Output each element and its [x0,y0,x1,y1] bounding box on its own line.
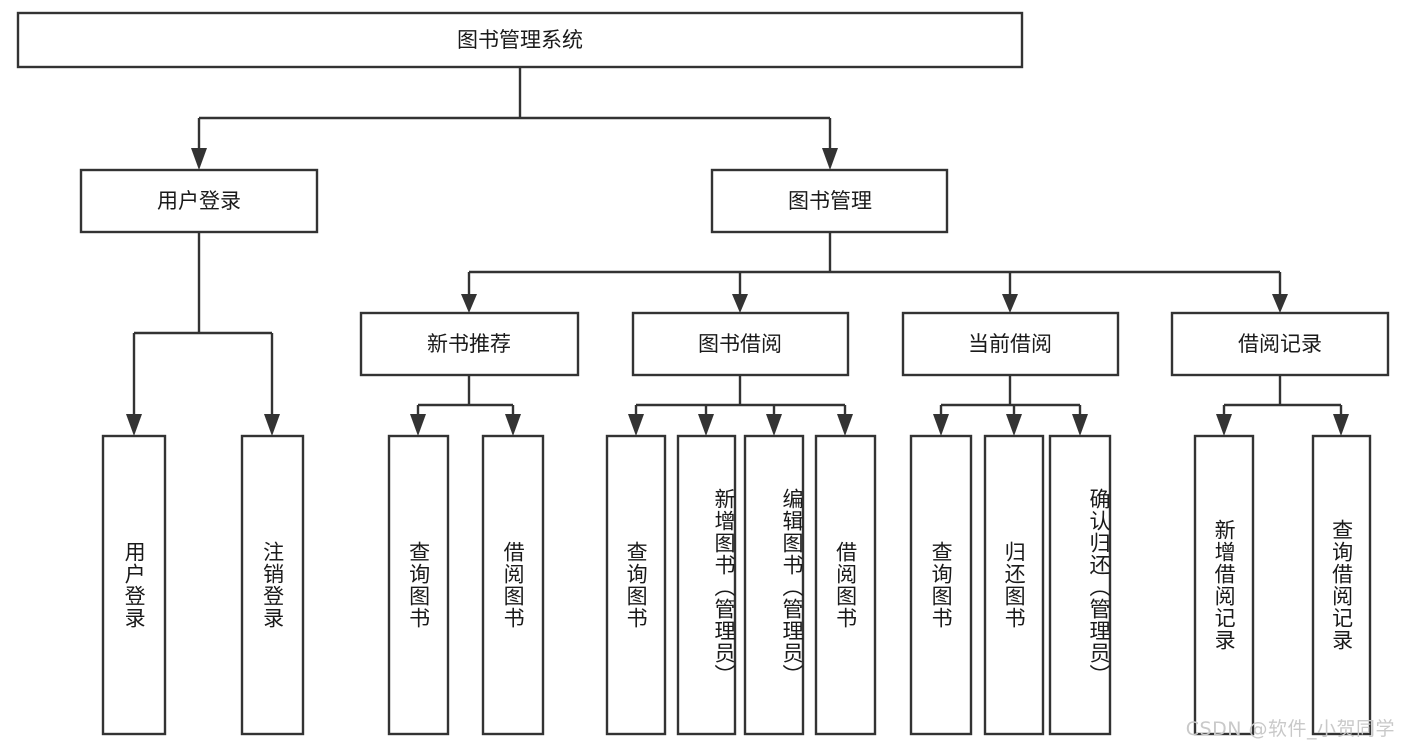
leaf-box-logout[interactable] [240,434,305,736]
node-borrow-record-label: 借阅记录 [1238,332,1322,356]
leaf-box-user-login[interactable] [101,434,167,736]
connector-bookborrow-to-leaves [628,375,853,436]
connector-newbook-to-leaves [410,375,521,436]
connector-currentborrow-to-leaves [933,375,1088,436]
node-root-label: 图书管理系统 [457,28,583,52]
node-new-book-recommend[interactable]: 新书推荐 [359,311,580,377]
leaf-box-borrow-book-1[interactable] [481,434,545,736]
connector-borrowrecord-to-leaves [1216,375,1349,436]
leaf-box-query-borrow-record[interactable] [1311,434,1372,736]
node-book-borrow[interactable]: 图书借阅 [631,311,850,377]
node-current-borrow[interactable]: 当前借阅 [901,311,1120,377]
leaf-box-confirm-return-admin[interactable] [1048,434,1112,736]
node-book-management[interactable]: 图书管理 [710,168,949,234]
node-root[interactable]: 图书管理系统 [16,11,1024,69]
connector-userlogin-to-leaves [126,232,280,436]
leaf-box-borrow-book-2[interactable] [814,434,877,736]
leaf-box-query-book-3[interactable] [909,434,973,736]
csdn-watermark: CSDN @软件_小贺同学 [1185,718,1395,740]
node-user-login[interactable]: 用户登录 [79,168,319,234]
node-current-borrow-label: 当前借阅 [968,332,1052,356]
node-user-login-label: 用户登录 [157,189,241,213]
leaf-box-query-book-2[interactable] [605,434,667,736]
leaf-box-query-book-1[interactable] [387,434,450,736]
leaf-box-add-borrow-record[interactable] [1193,434,1255,736]
node-book-borrow-label: 图书借阅 [698,332,782,356]
connector-root-to-level2 [191,67,838,170]
leaf-box-edit-book-admin[interactable] [743,434,805,736]
node-borrow-record[interactable]: 借阅记录 [1170,311,1390,377]
connector-bookmgmt-to-level3 [461,232,1288,313]
leaf-box-return-book[interactable] [983,434,1045,736]
node-book-management-label: 图书管理 [788,189,872,213]
node-new-book-recommend-label: 新书推荐 [427,332,511,356]
leaf-box-add-book-admin[interactable] [676,434,737,736]
